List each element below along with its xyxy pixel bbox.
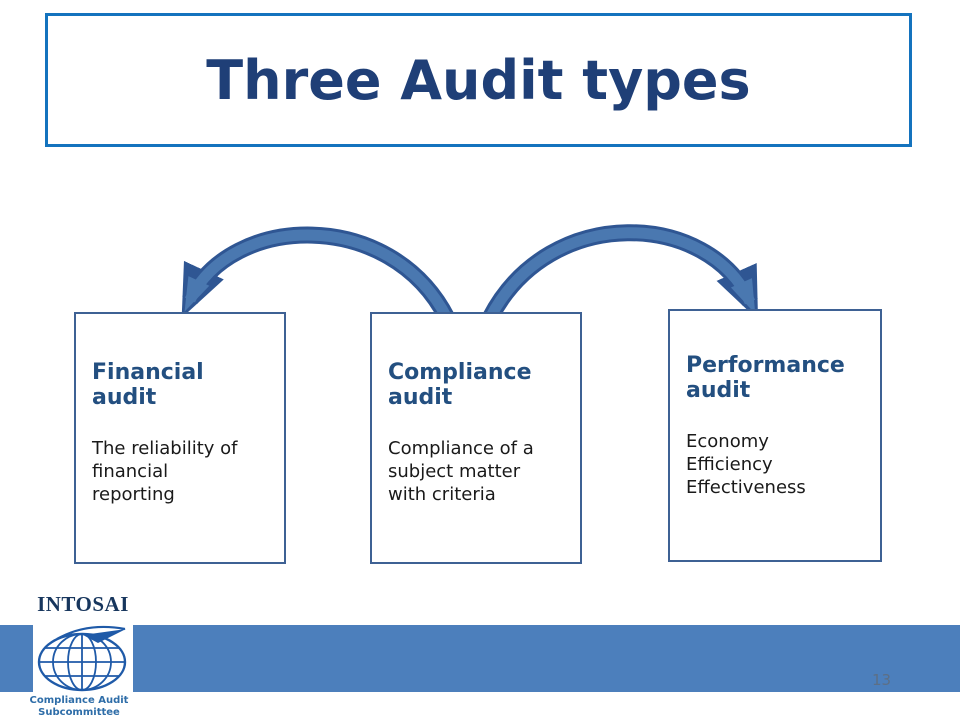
title-box: Three Audit types — [45, 13, 912, 147]
performance-audit-heading: Performance audit — [686, 353, 845, 404]
curved-arrows-icon — [181, 224, 759, 322]
financial-audit-card: Financial audit The reliability of finan… — [74, 312, 286, 564]
financial-audit-heading: Financial audit — [92, 360, 204, 411]
pennant-shape — [83, 629, 126, 643]
financial-audit-body: The reliability of financial reporting — [92, 437, 238, 506]
intosai-logo-text: INTOSAI — [37, 592, 129, 616]
compliance-audit-card: Compliance audit Compliance of a subject… — [370, 312, 582, 564]
compliance-audit-body: Compliance of a subject matter with crit… — [388, 437, 534, 506]
intosai-globe-icon — [37, 625, 127, 692]
performance-audit-card: Performance audit Economy Efficiency Eff… — [668, 309, 882, 562]
logo-caption: Compliance Audit Subcommittee — [29, 695, 129, 718]
footer-bar — [0, 625, 960, 692]
slide-title: Three Audit types — [206, 48, 751, 112]
page-number: 13 — [872, 671, 892, 689]
compliance-audit-heading: Compliance audit — [388, 360, 532, 411]
performance-audit-body: Economy Efficiency Effectiveness — [686, 430, 806, 499]
